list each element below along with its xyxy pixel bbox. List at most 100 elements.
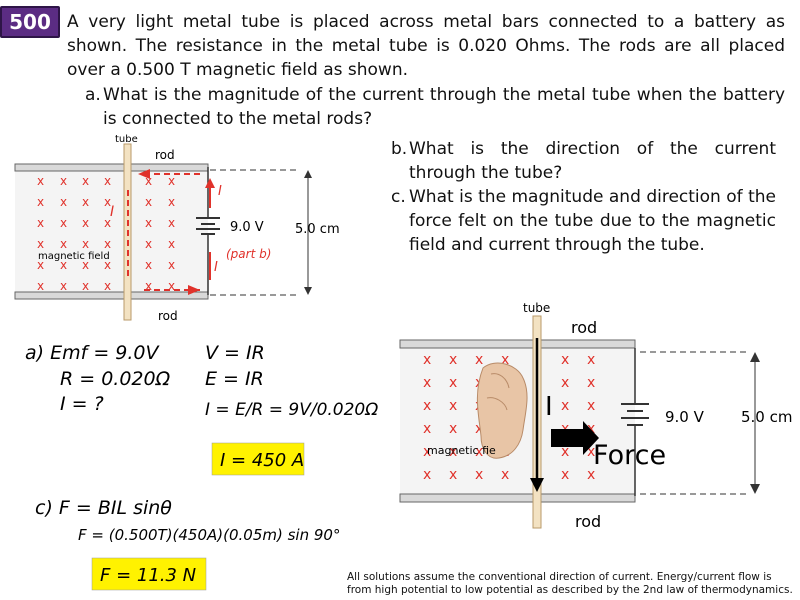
field-x-mark: x	[104, 195, 111, 209]
field-x-mark: x	[82, 174, 89, 188]
question-a-letter: a.	[85, 85, 101, 105]
field-x-mark: x	[423, 467, 431, 483]
question-b-text: What is the direction of the current thr…	[409, 139, 776, 183]
work-a-eq3: I = E/R = 9V/0.020Ω	[205, 400, 378, 420]
field-x-mark: x	[423, 375, 431, 391]
question-b: b. What is the direction of the current …	[391, 137, 776, 185]
field-x-mark: x	[37, 174, 44, 188]
current-mark-tube: I	[110, 204, 114, 220]
distance-label-2: 5.0 cm	[741, 408, 792, 426]
magnetic-field-label: magnetic field	[38, 251, 110, 262]
work-c-line2: F = (0.500T)(450A)(0.05m) sin 90°	[78, 526, 340, 544]
field-x-mark: x	[60, 174, 67, 188]
field-x-mark: x	[145, 258, 152, 272]
field-x-mark: x	[82, 195, 89, 209]
question-c-text: What is the magnitude and direction of t…	[409, 187, 776, 255]
field-x-mark: x	[423, 421, 431, 437]
force-label: Force	[593, 440, 666, 471]
current-arrow-2-head	[530, 478, 544, 492]
rod-top	[14, 163, 209, 172]
field-x-mark: x	[561, 375, 569, 391]
field-x-mark: x	[587, 398, 595, 414]
field-x-mark: x	[449, 398, 457, 414]
question-c-letter: c.	[391, 187, 406, 207]
field-x-mark: x	[449, 421, 457, 437]
field-x-mark: x	[168, 174, 175, 188]
field-x-mark: x	[423, 352, 431, 368]
tube-label: tube	[115, 134, 138, 145]
distance-arrow-head-top	[304, 170, 312, 178]
field-x-mark: x	[587, 421, 595, 437]
rod-bottom	[14, 291, 209, 300]
field-x-mark: x	[37, 195, 44, 209]
answer-c-highlight	[91, 557, 207, 591]
field-x-mark: x	[37, 279, 44, 293]
current-arrow-up	[205, 178, 215, 188]
field-x-mark: x	[423, 444, 431, 460]
field-x-mark: x	[104, 279, 111, 293]
field-x-mark: x	[60, 195, 67, 209]
field-x-mark: x	[82, 216, 89, 230]
current-arrow-bottom	[188, 285, 200, 295]
current-mark-top: I	[218, 184, 222, 199]
part-b-note: (part b)	[226, 247, 271, 261]
field-x-mark: x	[145, 237, 152, 251]
rod-top-label-2: rod	[571, 318, 597, 337]
current-arrow-top	[138, 169, 150, 179]
work-a-eq2: E = IR	[205, 368, 264, 390]
work-a-eq1: V = IR	[205, 342, 265, 364]
rod-bottom-2	[399, 493, 636, 503]
field-region	[15, 170, 208, 298]
field-x-mark: x	[37, 237, 44, 251]
question-b-letter: b.	[391, 139, 408, 159]
question-a-text: What is the magnitude of the current thr…	[103, 85, 785, 129]
work-a-line2: R = 0.020Ω	[60, 368, 171, 390]
current-mark-bottom: I	[214, 260, 218, 275]
field-x-mark: x	[475, 467, 483, 483]
field-x-mark: x	[587, 352, 595, 368]
field-x-mark: x	[561, 444, 569, 460]
field-x-mark: x	[82, 237, 89, 251]
rod-top-label: rod	[155, 148, 175, 162]
field-x-mark: x	[145, 279, 152, 293]
field-x-mark: x	[104, 237, 111, 251]
right-hand-icon	[476, 362, 528, 459]
field-x-mark: x	[501, 352, 509, 368]
answer-c: F = 11.3 N	[100, 565, 196, 586]
field-x-mark: x	[168, 216, 175, 230]
field-x-mark: x	[104, 258, 111, 272]
field-x-mark: x	[60, 216, 67, 230]
rod-top-2	[399, 339, 636, 349]
answer-a-highlight	[211, 442, 305, 476]
field-x-mark: x	[475, 352, 483, 368]
footnote: All solutions assume the conventional di…	[347, 571, 793, 596]
rod-bottom-label: rod	[158, 309, 178, 323]
distance-arrow-2-head-top	[750, 352, 760, 362]
force-arrow	[551, 421, 599, 455]
work-c-line1: c) F = BIL sinθ	[35, 497, 172, 519]
field-x-mark: x	[168, 237, 175, 251]
field-x-mark: x	[82, 279, 89, 293]
field-x-mark: x	[561, 352, 569, 368]
field-x-mark: x	[449, 352, 457, 368]
answer-a: I = 450 A	[220, 450, 304, 471]
problem-statement: A very light metal tube is placed across…	[67, 12, 785, 80]
voltage-label: 9.0 V	[230, 220, 264, 235]
field-x-mark: x	[475, 444, 483, 460]
field-x-mark: x	[37, 216, 44, 230]
field-x-mark: x	[145, 216, 152, 230]
field-x-mark: x	[145, 195, 152, 209]
distance-label: 5.0 cm	[295, 222, 340, 237]
question-c: c. What is the magnitude and direction o…	[391, 185, 776, 257]
question-a: a. What is the magnitude of the current …	[85, 83, 785, 131]
rod-bottom-label-2: rod	[575, 512, 601, 530]
field-x-mark: x	[82, 258, 89, 272]
work-a-line1: a) Emf = 9.0V	[25, 342, 161, 364]
field-x-mark: x	[168, 195, 175, 209]
tube-label-2: tube	[523, 301, 550, 315]
distance-arrow-head-bottom	[304, 287, 312, 295]
field-x-mark: x	[60, 258, 67, 272]
